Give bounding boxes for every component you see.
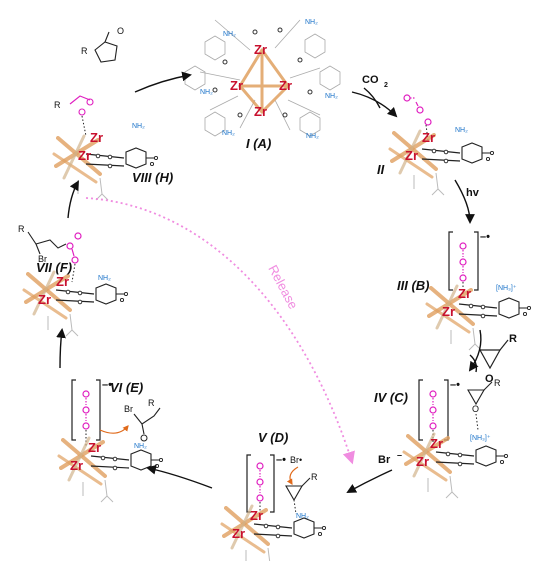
intermediate-B: –• Zr Zr [NH₃]⁺ III (B) bbox=[397, 231, 533, 352]
arrow-H-to-A bbox=[134, 71, 192, 93]
ammonium-label: [NH₃]⁺ bbox=[470, 435, 491, 442]
arrow-II-to-B bbox=[454, 179, 475, 224]
r-group: R bbox=[509, 333, 517, 345]
zr-label: Zr bbox=[230, 78, 243, 93]
intermediate-F: R Br Zr Zr NH₂ VII (F) bbox=[18, 224, 130, 338]
radical-anion-charge: –• bbox=[480, 231, 490, 243]
zr-label: Zr bbox=[90, 130, 103, 145]
intermediate-II: Zr Zr NH₂ II bbox=[377, 94, 496, 197]
r-group: R bbox=[311, 472, 318, 482]
r-group: R bbox=[54, 100, 61, 110]
zr-label: Zr bbox=[232, 526, 245, 541]
co2-subscript: 2 bbox=[384, 82, 388, 89]
co2-reagent: CO 2 bbox=[362, 74, 388, 89]
amine-label: NH₂ bbox=[305, 19, 318, 26]
node-label-D: V (D) bbox=[258, 430, 288, 445]
node-label-C: IV (C) bbox=[374, 390, 408, 405]
bromine-label: Br bbox=[38, 254, 47, 264]
zr-label: Zr bbox=[422, 130, 435, 145]
zr-label: Zr bbox=[250, 508, 263, 523]
node-label-H: VIII (H) bbox=[132, 170, 173, 185]
amine-label: NH₂ bbox=[222, 130, 235, 137]
arrow-E-to-F bbox=[56, 328, 66, 369]
zr-label: Zr bbox=[442, 304, 455, 319]
arrow-D-to-E bbox=[146, 464, 213, 489]
bromine-label: Br bbox=[124, 404, 133, 414]
r-group: R bbox=[81, 46, 88, 56]
amine-label: NH₂ bbox=[296, 513, 309, 520]
intermediate-H: O R R Zr Zr NH₂ VIII (H) bbox=[52, 26, 173, 202]
zr-label: Zr bbox=[405, 148, 418, 163]
epoxide-reagent: R O bbox=[478, 333, 517, 385]
zr-label: Zr bbox=[38, 292, 51, 307]
release-arrow bbox=[85, 197, 355, 465]
radical-anion-charge: –• bbox=[102, 379, 112, 391]
mof-cluster-A: Zr Zr Zr Zr NH₂ NH₂ NH₂ NH₂ NH₂ NH₂ I (A… bbox=[184, 19, 341, 151]
amine-label: NH₂ bbox=[132, 123, 145, 130]
node-label-B: III (B) bbox=[397, 278, 430, 293]
zr-label: Zr bbox=[458, 286, 471, 301]
co2-text: CO bbox=[362, 74, 379, 86]
r-group: R bbox=[18, 224, 25, 234]
node-label-A: I (A) bbox=[246, 136, 271, 151]
zr-label: Zr bbox=[78, 148, 91, 163]
amine-label: NH₂ bbox=[455, 127, 468, 134]
zr-label: Zr bbox=[430, 436, 443, 451]
ammonium-label: [NH₃]⁺ bbox=[496, 285, 517, 292]
intermediate-C: –• R O Zr Zr [NH₃]⁺ Br – IV (C) bbox=[374, 378, 510, 500]
arrow-B-to-C bbox=[468, 329, 482, 372]
cyclic-carbonate-product: O R bbox=[81, 26, 124, 63]
node-label-E: VI (E) bbox=[110, 380, 143, 395]
amine-label: NH₂ bbox=[223, 31, 236, 38]
release-label: Release bbox=[265, 262, 301, 311]
radical-anion-charge: –• bbox=[450, 379, 460, 391]
epoxide-oxygen: O bbox=[485, 373, 494, 385]
epoxide-oxygen: O bbox=[472, 404, 479, 414]
amine-label: NH₂ bbox=[325, 93, 338, 100]
light-label: hv bbox=[466, 187, 480, 199]
bromide-label: Br bbox=[378, 454, 391, 466]
bromine-radical: Br• bbox=[290, 455, 302, 465]
zr-label: Zr bbox=[88, 440, 101, 455]
radical-anion-charge: –• bbox=[276, 454, 286, 466]
cycle-arrows bbox=[56, 71, 482, 493]
arrow-A-to-II bbox=[351, 91, 398, 118]
carbonyl-oxygen: O bbox=[117, 26, 124, 36]
r-group: R bbox=[148, 398, 155, 408]
amine-label: NH₂ bbox=[306, 133, 319, 140]
r-group: R bbox=[494, 378, 501, 388]
amine-label: NH₂ bbox=[98, 275, 111, 282]
zr-label: Zr bbox=[56, 274, 69, 289]
intermediate-D: –• Br• R Zr Zr NH₂ V (D) bbox=[220, 430, 328, 561]
node-label-II: II bbox=[377, 162, 385, 177]
intermediate-E: –• Br R Zr Zr NH₂ VI (E) bbox=[57, 379, 165, 504]
zr-label: Zr bbox=[279, 78, 292, 93]
zr-label: Zr bbox=[70, 458, 83, 473]
amine-label: NH₂ bbox=[200, 89, 213, 96]
amine-label: NH₂ bbox=[134, 443, 147, 450]
node-label-F: VII (F) bbox=[36, 260, 72, 275]
zr-label: Zr bbox=[254, 104, 267, 119]
svg-text:–: – bbox=[397, 450, 402, 460]
arrow-F-to-H bbox=[67, 180, 79, 219]
zr-label: Zr bbox=[416, 454, 429, 469]
arrow-C-to-D bbox=[346, 469, 393, 493]
zr-label: Zr bbox=[254, 42, 267, 57]
